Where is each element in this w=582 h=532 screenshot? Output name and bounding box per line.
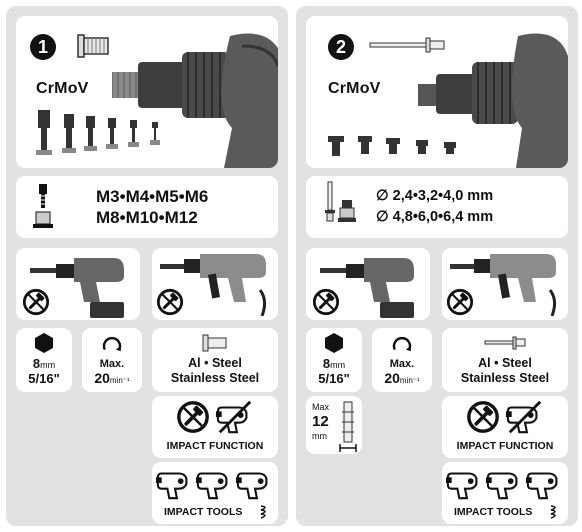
- max-speed-value: 20: [94, 370, 110, 386]
- left-impact-function-card: IMPACT FUNCTION: [152, 396, 278, 458]
- rivet-nut-mandrel-icon: [30, 182, 56, 232]
- right-sizes-line2: ∅ 4,8•6,0•6,4 mm: [376, 209, 494, 225]
- grip-max-value: 12: [312, 413, 329, 430]
- impact-function-label: IMPACT FUNCTION: [456, 440, 554, 452]
- cordless-drill-photo: [320, 252, 420, 318]
- left-panel: 1 CrMoV: [6, 6, 288, 526]
- rivet-nut-icon: [76, 33, 110, 59]
- hex-size-mm: 8: [32, 356, 41, 371]
- rivet-nut-mandrels: [34, 108, 174, 158]
- hex-unit: mm: [40, 360, 56, 370]
- left-sizes-line2: M8•M10•M12: [96, 208, 198, 227]
- right-panel: 2 CrMoV: [296, 6, 578, 526]
- left-number-badge: 1: [30, 34, 56, 60]
- rotation-arrow-icon: [389, 332, 415, 356]
- max-label: Max.: [99, 358, 125, 370]
- impact-wrench-icon: [216, 398, 254, 436]
- right-sizes-line1: ∅ 2,4•3,2•4,0 mm: [376, 188, 494, 204]
- max-speed-unit: min⁻¹: [109, 376, 130, 385]
- materials-line1: Al • Steel: [188, 356, 242, 370]
- impact-wrench-icon: [236, 464, 274, 502]
- max-speed-unit: min⁻¹: [399, 376, 420, 385]
- right-corded-card: [442, 248, 568, 320]
- left-hex-card: 8mm 5/16": [16, 328, 72, 392]
- impact-wrench-icon: [526, 464, 564, 502]
- left-material-card: Al • Steel Stainless Steel: [152, 328, 278, 392]
- impact-tools-label: IMPACT TOOLS: [164, 506, 243, 518]
- blind-rivet-mandrel-icon: [322, 180, 356, 234]
- no-hammer-icon: [312, 288, 340, 316]
- materials-line2: Stainless Steel: [170, 371, 260, 385]
- no-hammer-icon: [176, 400, 210, 434]
- max-speed-value: 20: [384, 370, 400, 386]
- left-cordless-card: [16, 248, 140, 320]
- left-sizes-line1: M3•M4•M5•M6: [96, 187, 209, 206]
- right-rpm-card: Max. 20min⁻¹: [372, 328, 432, 392]
- no-hammer-icon: [22, 288, 50, 316]
- max-label: Max.: [389, 358, 415, 370]
- hex-shank-icon: [323, 332, 345, 354]
- impact-drill-icon: [446, 464, 484, 502]
- right-impact-function-card: IMPACT FUNCTION: [442, 396, 568, 458]
- hex-size-mm: 8: [322, 356, 331, 371]
- left-size-card: M3•M4•M5•M6 M8•M10•M12: [16, 176, 278, 238]
- left-material-label: CrMoV: [36, 80, 89, 97]
- right-size-card: ∅ 2,4•3,2•4,0 mm ∅ 4,8•6,0•6,4 mm: [306, 176, 568, 238]
- impact-drill-icon: [486, 464, 524, 502]
- right-impact-tools-card: IMPACT TOOLS: [442, 462, 568, 524]
- rivet-tool-photo: [112, 16, 278, 168]
- no-hammer-icon: [156, 288, 184, 316]
- right-number-badge: 2: [328, 34, 354, 60]
- blind-rivet-icon: [368, 36, 448, 54]
- right-cordless-card: [306, 248, 430, 320]
- coil-icon: [260, 505, 266, 519]
- right-hex-card: 8mm 5/16": [306, 328, 362, 392]
- rotation-arrow-icon: [99, 332, 125, 356]
- impact-tools-label: IMPACT TOOLS: [454, 506, 533, 518]
- impact-drill-icon: [156, 464, 194, 502]
- impact-drill-icon: [196, 464, 234, 502]
- rivet-nut-icon: [202, 334, 228, 352]
- grip-range-icon: [336, 398, 360, 452]
- impact-function-label: IMPACT FUNCTION: [166, 440, 264, 452]
- grip-max-unit: mm: [312, 431, 327, 441]
- blind-rivet-nosepieces: [326, 134, 476, 160]
- coil-icon: [550, 505, 556, 519]
- blind-rivet-icon: [484, 336, 526, 350]
- right-grip-range-card: Max 12 mm: [306, 396, 362, 454]
- right-material-label: CrMoV: [328, 80, 381, 97]
- hex-size-inch: 5/16": [28, 371, 60, 386]
- left-hero-card: 1 CrMoV: [16, 16, 278, 168]
- cordless-drill-photo: [30, 252, 130, 318]
- materials-line1: Al • Steel: [478, 356, 532, 370]
- right-material-card: Al • Steel Stainless Steel: [442, 328, 568, 392]
- corded-drill-photo: [450, 250, 564, 316]
- hex-unit: mm: [330, 360, 346, 370]
- right-hero-card: 2 CrMoV: [306, 16, 568, 168]
- no-hammer-icon: [446, 288, 474, 316]
- hex-size-inch: 5/16": [318, 371, 350, 386]
- impact-wrench-icon: [506, 398, 544, 436]
- grip-max-label: Max: [312, 402, 330, 412]
- rivet-tool-photo: [418, 16, 568, 168]
- hex-shank-icon: [33, 332, 55, 354]
- no-hammer-icon: [466, 400, 500, 434]
- left-corded-card: [152, 248, 278, 320]
- left-rpm-card: Max. 20min⁻¹: [82, 328, 142, 392]
- corded-drill-photo: [160, 250, 274, 316]
- materials-line2: Stainless Steel: [460, 371, 550, 385]
- left-impact-tools-card: IMPACT TOOLS: [152, 462, 278, 524]
